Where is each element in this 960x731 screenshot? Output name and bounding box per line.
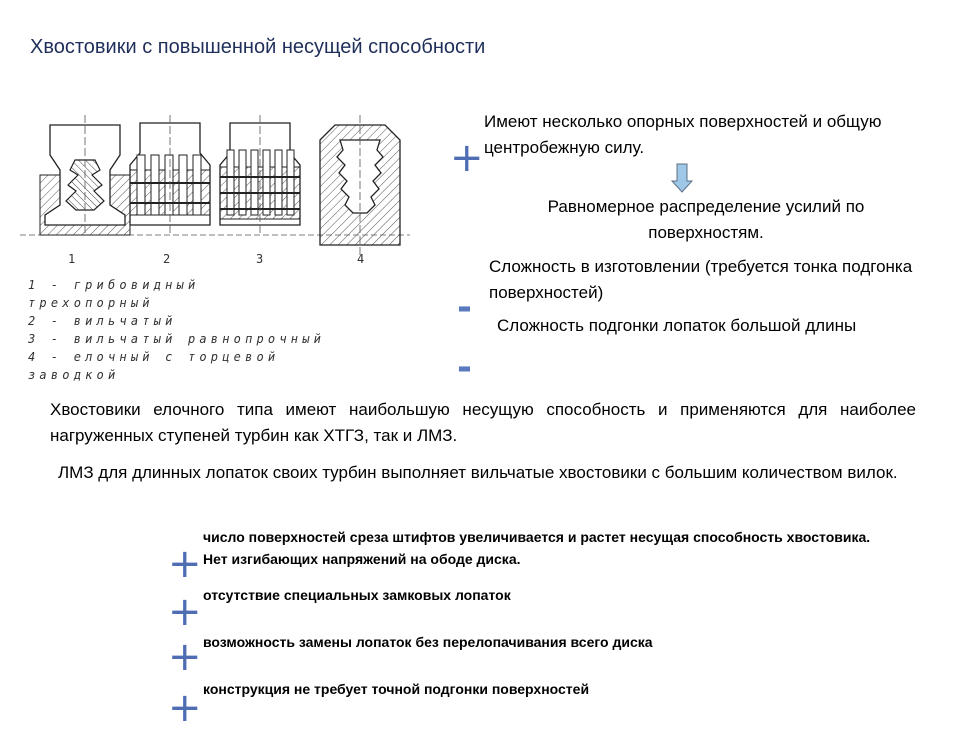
figure-legend: 1 - грибовидный трехопорный 2 - вильчаты… <box>28 276 328 384</box>
advantage-text-3: возможность замены лопаток без перелопач… <box>203 634 653 650</box>
pros-text: Имеют несколько опорных поверхностей и о… <box>484 112 882 157</box>
minus-mark-2: - <box>457 347 472 388</box>
figure-number-3: 3 <box>256 252 264 266</box>
advantage-text-2: отсутствие специальных замковых лопаток <box>203 587 511 603</box>
figure-number-1: 1 <box>68 252 76 266</box>
legend-item-4: 4 - елочный с торцевой заводкой <box>28 350 280 382</box>
root-type-2 <box>129 115 211 235</box>
result-text: Равномерное распределение усилий по пове… <box>547 197 865 242</box>
advantage-text-1: число поверхностей среза штифтов увеличи… <box>203 529 871 567</box>
plus-mark-adv-4: + <box>168 685 202 731</box>
root-type-4 <box>319 115 401 255</box>
con-text-1: Сложность в изготовлении (требуется тонк… <box>489 257 913 302</box>
con-text-2: Сложность подгонки лопаток большой длины <box>497 316 857 335</box>
minus-mark-1: - <box>457 287 472 328</box>
down-arrow-icon <box>671 163 693 193</box>
plus-mark: + <box>450 135 484 181</box>
plus-mark-adv-1: + <box>168 541 202 587</box>
legend-item-3: 3 - вильчатый равнопрочный <box>28 332 326 346</box>
legend-item-1: 1 - грибовидный трехопорный <box>28 278 200 310</box>
paragraph-2: ЛМЗ для длинных лопаток своих турбин вып… <box>58 463 898 482</box>
figure-number-2: 2 <box>163 252 171 266</box>
figure-number-4: 4 <box>357 252 365 266</box>
plus-mark-adv-2: + <box>168 589 202 635</box>
advantage-text-4: конструкция не требует точной подгонки п… <box>203 681 590 697</box>
root-type-3 <box>219 115 301 235</box>
plus-mark-adv-3: + <box>168 634 202 680</box>
root-type-1 <box>39 115 131 236</box>
page-title: Хвостовики с повышенной несущей способно… <box>30 36 486 58</box>
blade-roots-figure <box>20 115 410 255</box>
legend-item-2: 2 - вильчатый <box>28 314 177 328</box>
paragraph-1: Хвостовики елочного типа имеют наибольшу… <box>50 400 916 445</box>
